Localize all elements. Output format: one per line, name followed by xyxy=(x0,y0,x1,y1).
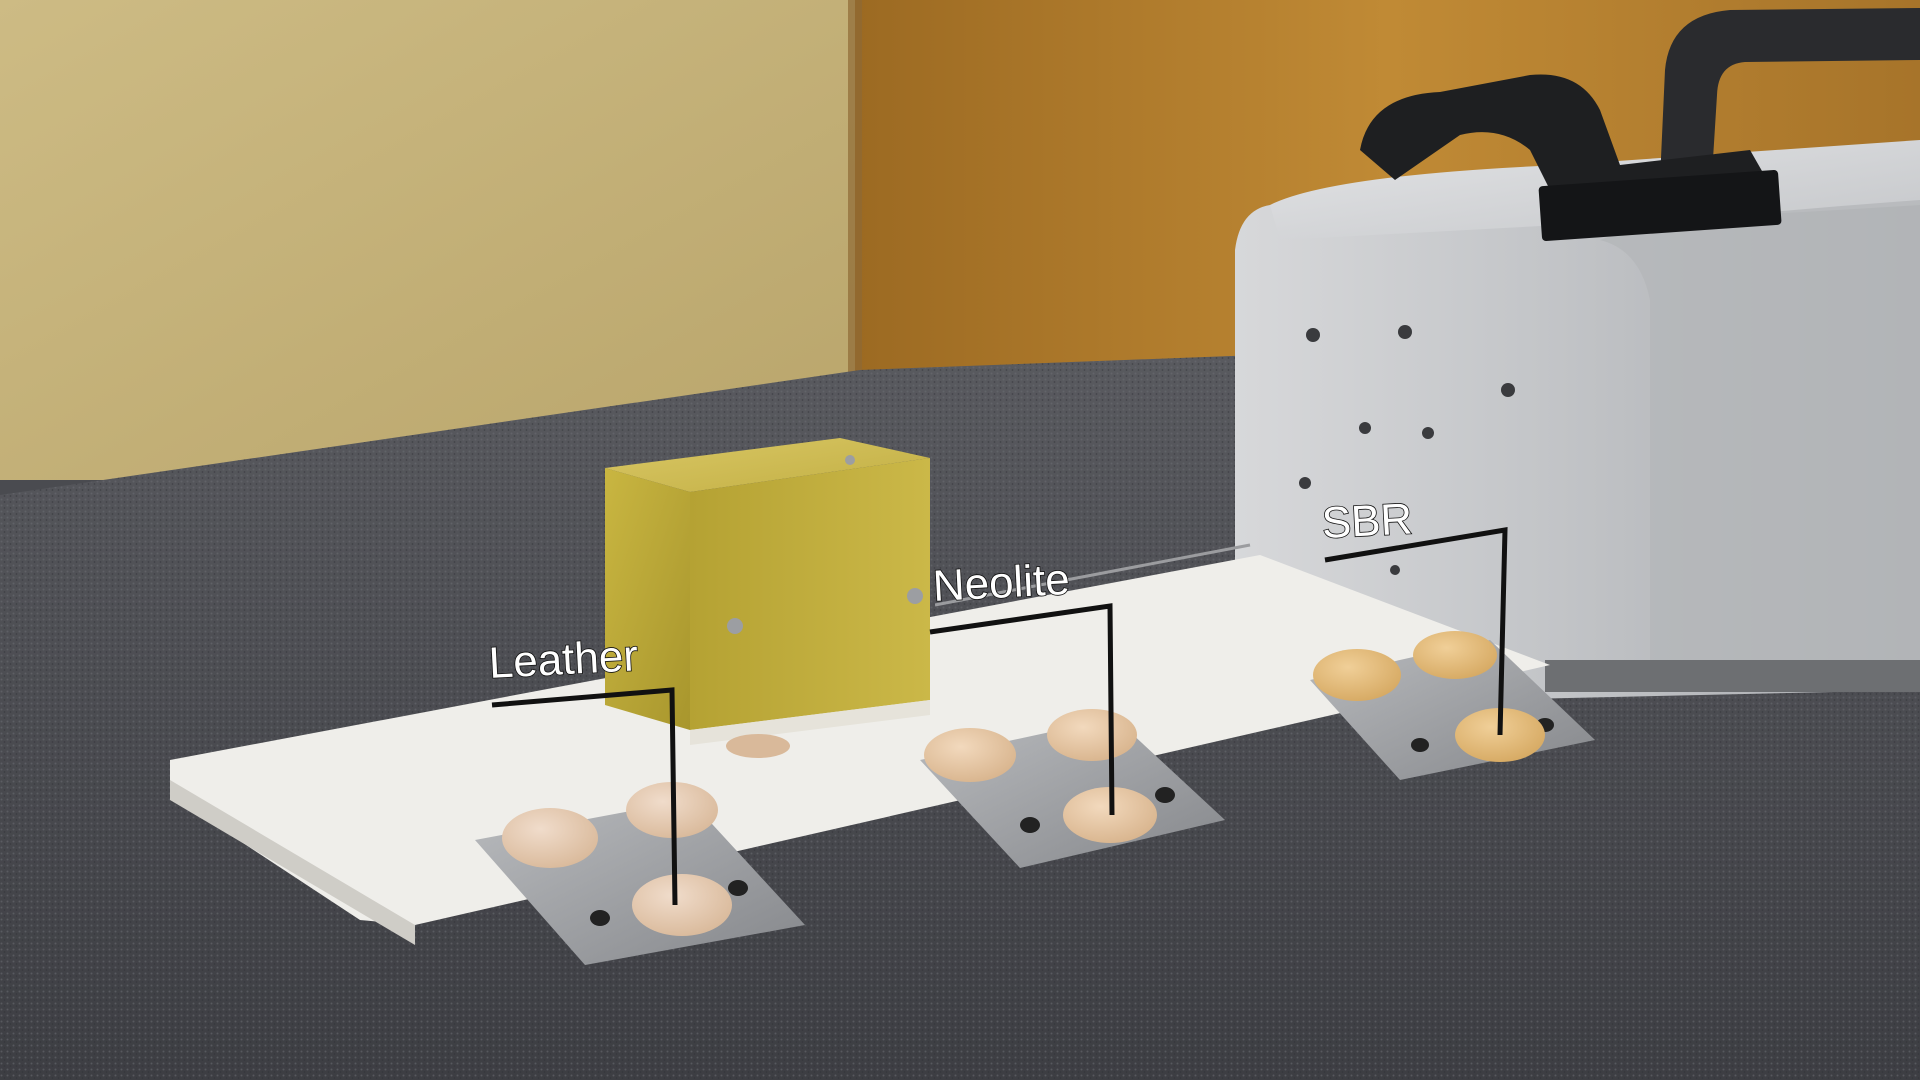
white-board-edge xyxy=(170,780,415,945)
plate-sbr xyxy=(1310,631,1595,780)
plate-hole xyxy=(1155,787,1175,803)
machine-holes xyxy=(1299,325,1515,575)
gold-cube xyxy=(605,438,930,758)
cube-base xyxy=(690,700,930,745)
pad-sbr xyxy=(1313,649,1401,701)
cube-screw xyxy=(907,588,923,604)
plate-hole xyxy=(1411,738,1429,752)
leader-sbr xyxy=(1324,527,1508,736)
machine-base xyxy=(1545,660,1920,692)
cube-screw xyxy=(845,455,855,465)
test-machine xyxy=(1235,8,1920,705)
wall-seam xyxy=(848,0,862,390)
cube-foot-pad xyxy=(726,734,790,758)
cube-front xyxy=(605,468,690,730)
pad-leather xyxy=(502,808,598,868)
pad-neolite xyxy=(1047,709,1137,761)
wire xyxy=(934,543,1251,607)
strap xyxy=(1360,74,1770,210)
plate-hole xyxy=(1020,817,1040,833)
cube-screw xyxy=(727,618,743,634)
plate-hole xyxy=(590,910,610,926)
cube-top xyxy=(605,438,930,492)
cube-side xyxy=(690,458,930,730)
pad-sbr xyxy=(1413,631,1497,679)
leader-neolite xyxy=(929,603,1115,816)
leader-leather xyxy=(491,687,678,906)
label-sbr: SBR xyxy=(1320,494,1415,549)
label-leather: Leather xyxy=(487,630,640,688)
leader-lines xyxy=(491,527,1508,906)
pad-neolite xyxy=(924,728,1016,782)
label-neolite: Neolite xyxy=(931,554,1072,612)
plate-hole xyxy=(728,880,748,896)
strap-buckle xyxy=(1538,169,1782,242)
plate-neolite xyxy=(920,709,1225,868)
machine-side xyxy=(1600,200,1920,690)
machine-handle xyxy=(1660,8,1920,180)
plate-leather xyxy=(475,782,805,965)
pad-leather xyxy=(632,874,732,936)
